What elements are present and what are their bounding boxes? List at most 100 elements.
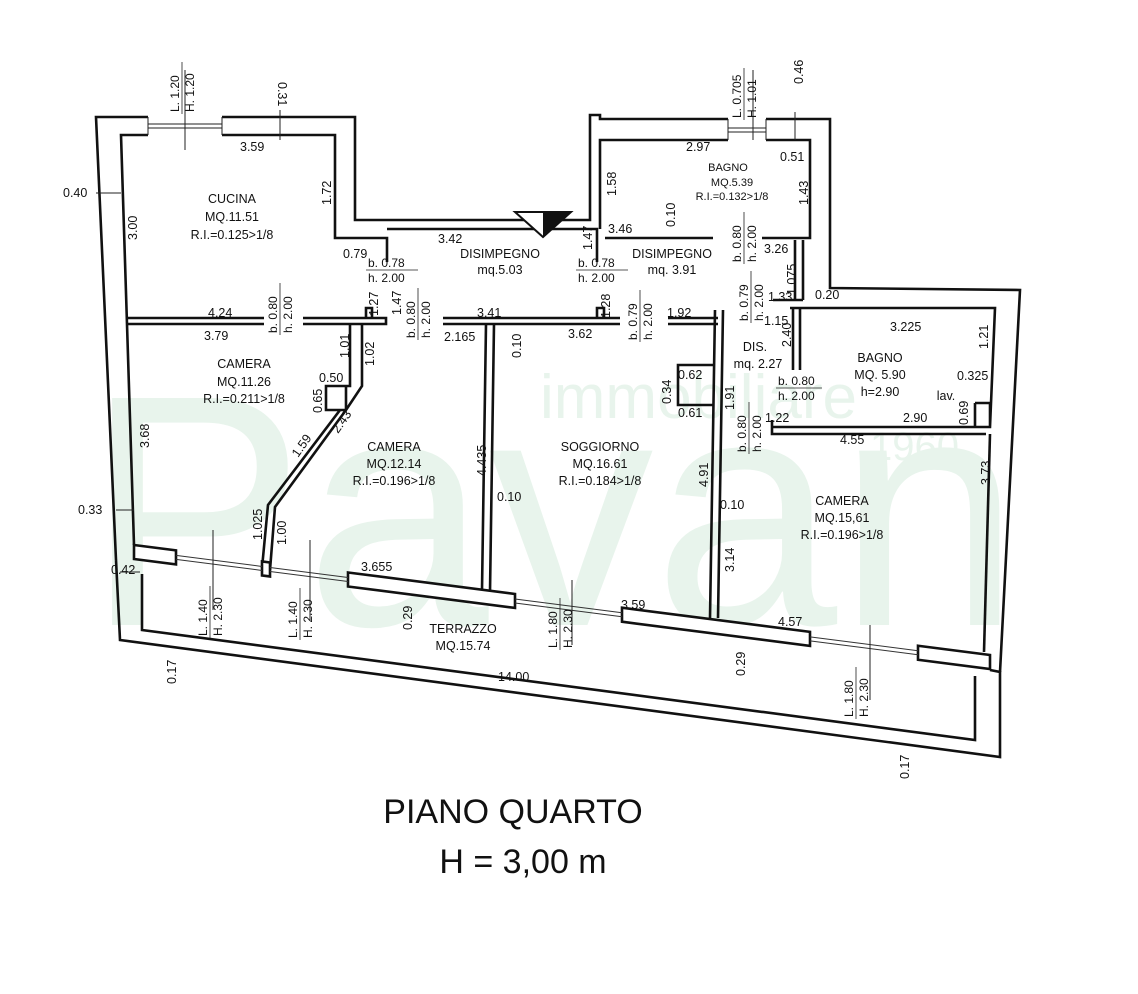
dimension-label: 3.79 (204, 329, 228, 343)
window-glass (514, 598, 623, 614)
dimension-label: 1.025 (251, 509, 265, 540)
room-labels: CUCINA MQ.11.51 R.I.=0.125>1/8 DISIMPEGN… (191, 162, 956, 653)
room-name-hallway: DISIMPEGNO (632, 247, 712, 261)
room-area: MQ.15.74 (436, 639, 491, 653)
dimension-label: 3.225 (890, 320, 921, 334)
terrace-railing (140, 574, 977, 742)
room-ratio: R.I.=0.125>1/8 (191, 228, 274, 242)
dimension-label: 1.47 (390, 291, 404, 315)
dimension-label: 3.14 (723, 548, 737, 572)
dimension-label: 0.10 (720, 498, 744, 512)
dimension-label: 1.27 (367, 292, 381, 316)
opening-width: b. 0.78 (368, 256, 405, 270)
dimension-label: 3.42 (438, 232, 462, 246)
room-ratio: R.I.=0.184>1/8 (559, 474, 642, 488)
window-glass (809, 636, 919, 652)
room-divider-wall (480, 323, 496, 593)
opening-height: h. 2.00 (745, 225, 759, 262)
entrance-marker-icon (512, 211, 574, 239)
opening-height: H. 2.30 (211, 597, 225, 636)
dimension-label: 3.46 (608, 222, 632, 236)
room-name-hallway: DISIMPEGNO (460, 247, 540, 261)
dimension-label: 3.68 (138, 424, 152, 448)
facade-wall-segment (260, 559, 272, 578)
opening-width: b. 0.79 (626, 303, 640, 340)
dimension-label: 1.47 (581, 226, 595, 250)
opening-width: L. 0.705 (730, 74, 744, 118)
dimension-label: 3.59 (621, 598, 645, 612)
dimension-label: 4.24 (208, 306, 232, 320)
window-glass (269, 566, 349, 578)
dimension-label: 3.26 (764, 242, 788, 256)
bathroom-window (727, 119, 767, 140)
opening-width: b. 0.80 (266, 296, 280, 333)
opening-height: H. 2.30 (857, 678, 871, 717)
dimension-label: 1.02 (363, 342, 377, 366)
facade-wall-segment (620, 606, 812, 648)
opening-width: b. 0.78 (578, 256, 615, 270)
opening-width: L. 1.40 (286, 601, 300, 638)
window-glass (514, 602, 623, 618)
dimension-label: 0.51 (780, 150, 804, 164)
dimension-label: 1.00 (275, 521, 289, 545)
room-name-kitchen: CUCINA (208, 192, 257, 206)
room-ratio: R.I.=0.196>1/8 (801, 528, 884, 542)
opening-height: H. 2.30 (301, 599, 315, 638)
door-size-label: b. 0.78h. 2.00 (576, 256, 628, 285)
hall-wall (387, 138, 812, 262)
opening-height: H. 2.30 (561, 609, 575, 648)
opening-width: L. 1.80 (546, 611, 560, 648)
dimension-label: 0.10 (497, 490, 521, 504)
window-glass (175, 554, 263, 567)
dimension-label: 2.90 (903, 411, 927, 425)
opening-width: L. 1.80 (842, 680, 856, 717)
room-name-terrace: TERRAZZO (429, 622, 497, 636)
room-name-bedroom: CAMERA (217, 357, 271, 371)
dimension-label: 1.21 (977, 325, 991, 349)
opening-width: b. 0.80 (735, 415, 749, 452)
kitchen-window (147, 117, 223, 135)
facade-wall-segment (132, 543, 178, 566)
room-name-bathroom: BAGNO (708, 162, 748, 174)
room-area: MQ.15,61 (815, 511, 870, 525)
dimension-label: 0.325 (957, 369, 988, 383)
room-divider-wall (676, 309, 725, 619)
dimension-label: 3.59 (240, 140, 264, 154)
dimension-label: 3.62 (568, 327, 592, 341)
room-area: MQ.11.26 (217, 375, 271, 389)
dimension-label: 0.50 (319, 371, 343, 385)
window-glass (809, 640, 919, 656)
opening-height: h. 2.00 (368, 271, 405, 285)
dimension-label: 1.15 (764, 314, 788, 328)
room-name-hallway-small: DIS. (743, 340, 767, 354)
dimension-label: 1.91 (723, 386, 737, 410)
room-area: MQ.5.39 (711, 177, 753, 189)
dimension-label: 4.435 (475, 445, 489, 476)
dimension-label: 1.01 (338, 334, 352, 358)
terrace-outline (114, 559, 1002, 759)
dimension-label: 0.10 (510, 334, 524, 358)
dimension-label: 0.61 (678, 406, 702, 420)
dimension-label: 1.58 (605, 172, 619, 196)
bedroom3-wall (982, 433, 992, 653)
dimension-label: 3.73 (979, 461, 993, 485)
facade-wall-segment (916, 644, 992, 671)
dimension-label: 4.91 (697, 463, 711, 487)
watermark-subtitle: immobiliare (540, 363, 857, 432)
opening-height: h. 2.00 (419, 301, 433, 338)
opening-width: L. 1.40 (196, 599, 210, 636)
bathroom2-wall (770, 240, 997, 436)
dimension-label: 0.79 (343, 247, 367, 261)
window-glass (175, 558, 263, 571)
facade-wall (132, 543, 992, 671)
diagonal-wall (260, 324, 364, 571)
room-area: mq. 3.91 (648, 263, 697, 277)
dimension-label: 0.29 (401, 606, 415, 630)
